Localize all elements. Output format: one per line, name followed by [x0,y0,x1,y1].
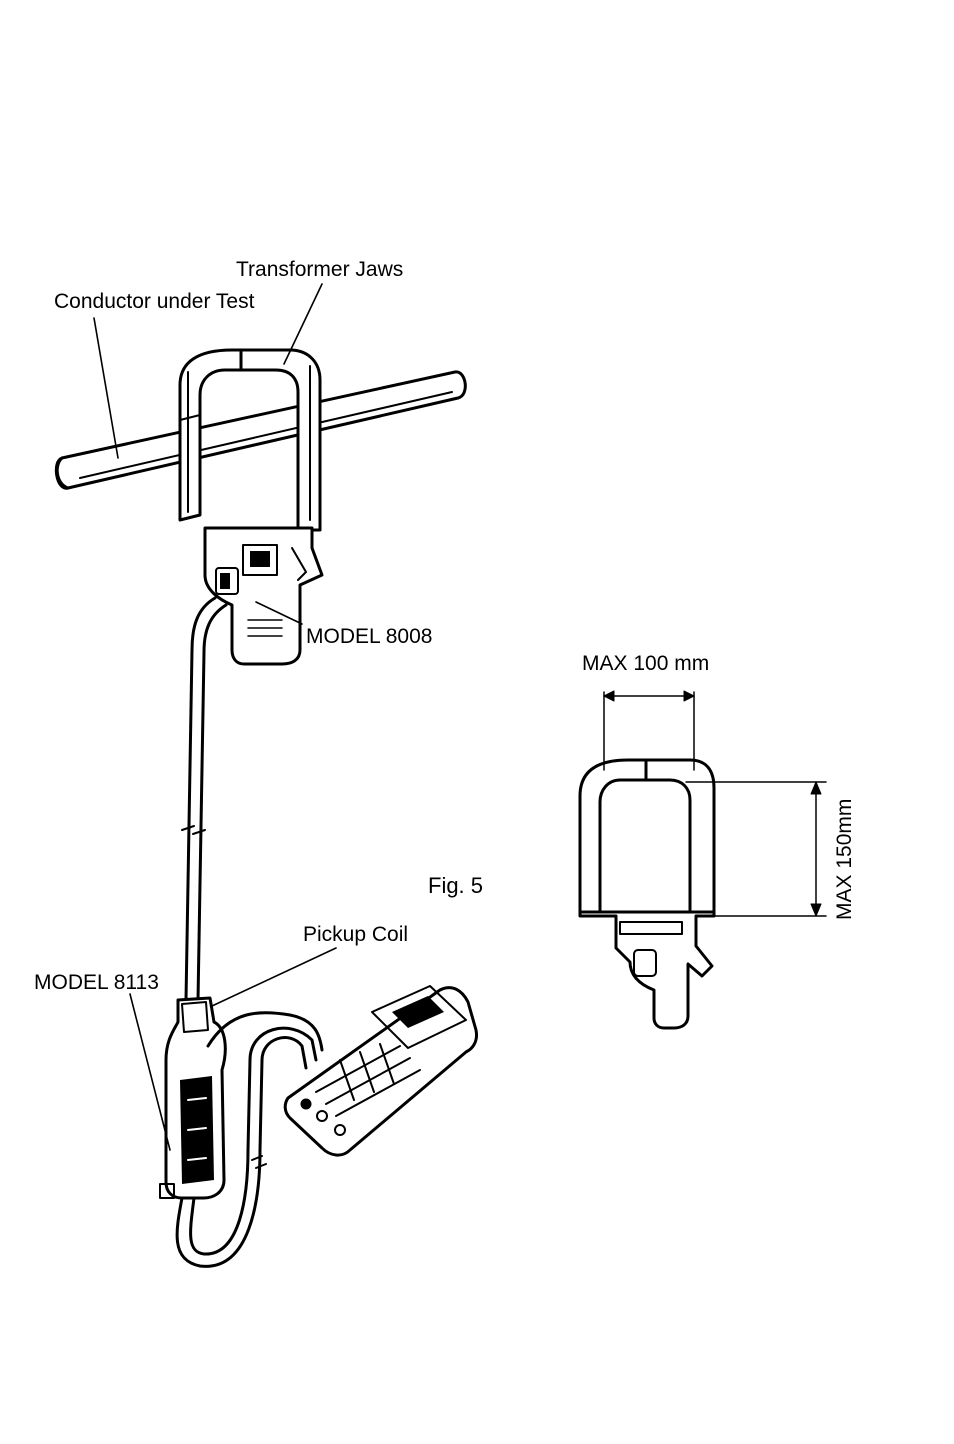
leader-pickup-coil [211,947,337,1007]
label-model-8113: MODEL 8113 [34,971,159,994]
multimeter [283,985,478,1157]
leader-lines [93,283,337,1151]
label-model-8008: MODEL 8008 [306,625,432,648]
label-transformer-jaws: Transformer Jaws [236,258,403,281]
lead-8008-to-8113 [181,596,228,1002]
figure-caption: Fig. 5 [428,873,483,898]
label-max-height: MAX 150mm [833,799,856,920]
conductor-bar [54,370,467,490]
leader-model-8008 [255,601,303,625]
leader-conductor [93,317,119,459]
model-8008-body [203,526,324,666]
label-pickup-coil: Pickup Coil [303,923,408,946]
leader-model-8113 [129,993,171,1151]
clamp-outline-dimensions [578,690,827,1030]
label-max-width: MAX 100 mm [582,652,709,675]
label-conductor-under-test: Conductor under Test [54,290,255,313]
leader-transformer-jaws [283,283,323,365]
instrument-cable [175,1011,324,1268]
transformer-jaws [178,348,322,532]
model-8113-body [159,996,227,1200]
